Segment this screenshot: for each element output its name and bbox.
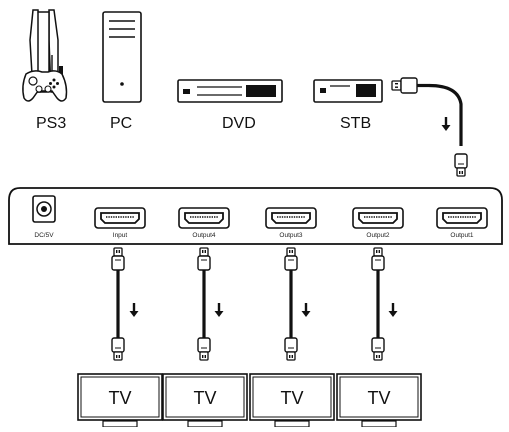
source-label-dvd: DVD bbox=[222, 115, 256, 132]
dvd-player-icon bbox=[177, 79, 283, 103]
port-label-input: Input bbox=[113, 232, 128, 239]
tv-2-icon bbox=[162, 373, 248, 428]
dc-power-port-icon bbox=[32, 195, 56, 223]
port-label-output4: Output4 bbox=[192, 232, 216, 239]
tv-1-icon bbox=[77, 373, 163, 428]
tv-3-icon bbox=[249, 373, 335, 428]
port-label-output2: Output2 bbox=[366, 232, 390, 239]
tv-4-icon bbox=[336, 373, 422, 428]
source-label-stb: STB bbox=[340, 115, 371, 132]
tv-label-4: TV bbox=[367, 388, 390, 408]
tv-label-3: TV bbox=[280, 388, 303, 408]
hdmi-port-output1-icon bbox=[436, 207, 488, 229]
source-label-ps3: PS3 bbox=[36, 115, 66, 132]
output-cable-4 bbox=[371, 247, 399, 361]
hdmi-port-input-icon bbox=[94, 207, 146, 229]
hdmi-port-output3-icon bbox=[265, 207, 317, 229]
hdmi-port-output4-icon bbox=[178, 207, 230, 229]
set-top-box-icon bbox=[313, 79, 383, 103]
power-port-label: DC/5V bbox=[34, 232, 54, 239]
output-cable-1 bbox=[111, 247, 140, 361]
source-hdmi-cable bbox=[391, 77, 468, 177]
output-cable-2 bbox=[197, 247, 225, 361]
tv-label-2: TV bbox=[193, 388, 216, 408]
port-label-output3: Output3 bbox=[279, 232, 303, 239]
source-label-pc: PC bbox=[110, 115, 132, 132]
tv-label-1: TV bbox=[108, 388, 131, 408]
hdmi-splitter-box bbox=[8, 187, 503, 245]
pc-tower-icon bbox=[102, 11, 142, 103]
output-cable-3 bbox=[284, 247, 312, 361]
hdmi-port-output2-icon bbox=[352, 207, 404, 229]
game-controller-icon bbox=[22, 70, 68, 102]
port-label-output1: Output1 bbox=[450, 232, 474, 239]
